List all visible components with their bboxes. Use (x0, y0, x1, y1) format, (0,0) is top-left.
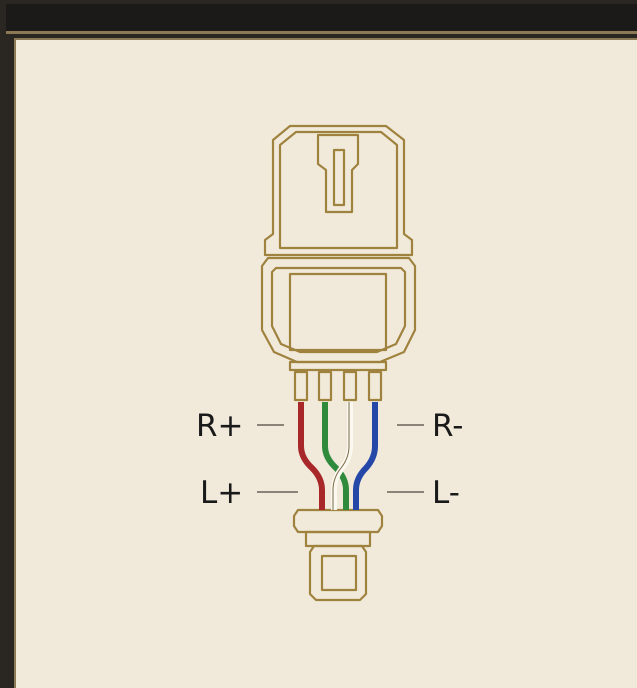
cartridge-mid-inner (270, 266, 407, 354)
stylus-guard (316, 133, 360, 214)
cartridge-top-inner (278, 130, 399, 250)
wire-white (331, 402, 353, 510)
cartridge-top-body (263, 124, 414, 257)
pin-white (342, 370, 358, 402)
stylus-guard-inner (332, 148, 346, 207)
pin-r-minus-green (317, 370, 333, 402)
connector-plug (308, 544, 368, 602)
label-l-minus: L- (432, 475, 460, 511)
wire-red (298, 402, 325, 510)
pin-blue (367, 370, 383, 402)
label-r-plus: R+ (196, 408, 244, 444)
title-bar (6, 4, 637, 34)
connector-neck (304, 530, 372, 548)
connector-collar (292, 508, 384, 534)
wire-blue (353, 402, 378, 510)
label-l-plus: L+ (200, 475, 243, 511)
connector-plug-inner (320, 554, 358, 592)
pin-r-plus (293, 370, 309, 402)
cartridge-mid-window (288, 272, 388, 352)
pin-block (288, 360, 388, 372)
label-r-minus: R- (432, 408, 463, 444)
wire-green (322, 402, 349, 510)
